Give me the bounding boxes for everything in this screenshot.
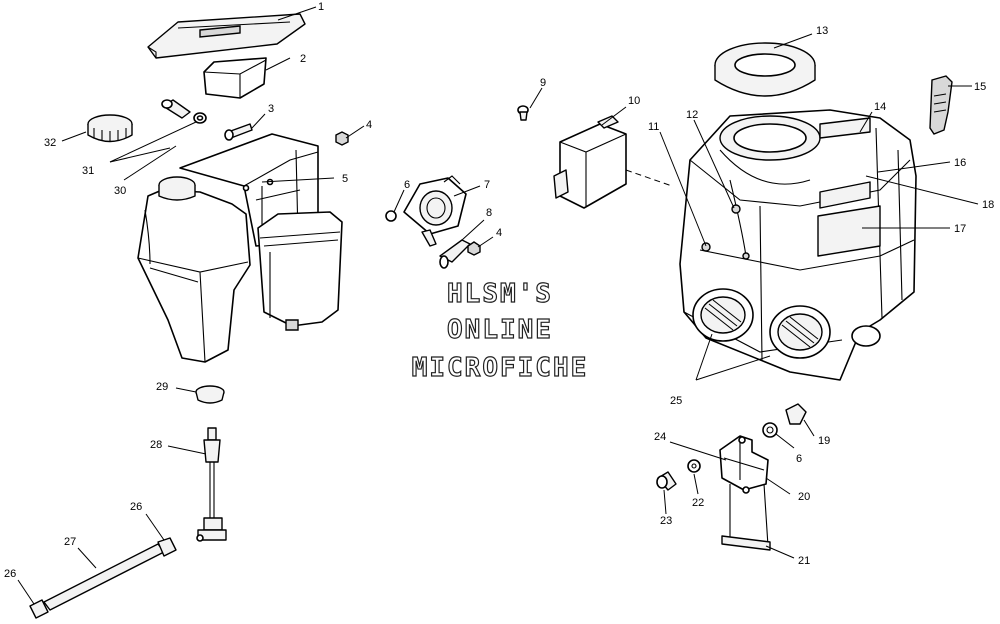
callout-24: 24 <box>654 431 666 443</box>
reservoir-part <box>257 211 343 331</box>
throttle-body-part <box>385 175 467 247</box>
callout-8: 8 <box>486 207 492 219</box>
callout-3: 3 <box>268 103 274 115</box>
callout-7: 7 <box>484 179 490 191</box>
callout-12: 12 <box>686 109 698 121</box>
callout-16: 16 <box>954 157 966 169</box>
clamp-part <box>29 537 177 619</box>
callout-4: 4 <box>366 119 372 131</box>
callout-32: 32 <box>44 137 56 149</box>
callout-28: 28 <box>150 439 162 451</box>
callout-15: 15 <box>974 81 986 93</box>
ring-part <box>714 42 816 97</box>
callout-26b: 26 <box>4 568 16 580</box>
callout-14: 14 <box>874 101 886 113</box>
clip-part <box>439 239 481 269</box>
push-pin-part <box>517 105 529 121</box>
washer-bolt-part <box>656 459 701 491</box>
callout-17: 17 <box>954 223 966 235</box>
screw-part <box>224 123 253 141</box>
callout-18: 18 <box>982 199 994 211</box>
fastener-part <box>762 403 807 438</box>
callout-30: 30 <box>114 185 126 197</box>
cover-part <box>147 13 306 59</box>
callout-9: 9 <box>540 77 546 89</box>
cap-part <box>87 114 133 143</box>
callout-26a: 26 <box>130 501 142 513</box>
watermark: HLSM'S ONLINE MICROFICHE <box>411 278 589 383</box>
callout-25: 25 <box>670 395 682 407</box>
callout-31: 31 <box>82 165 94 177</box>
watermark-line-2: ONLINE <box>447 315 553 345</box>
callout-20: 20 <box>798 491 810 503</box>
callout-2: 2 <box>300 53 306 65</box>
callout-13: 13 <box>816 25 828 37</box>
sensor-part <box>196 427 227 542</box>
nut-part <box>335 131 349 146</box>
mount-bracket-part <box>719 435 771 551</box>
leader-lines <box>17 6 979 605</box>
oil-tank-part <box>137 176 251 363</box>
callout-21: 21 <box>798 555 810 567</box>
hose-part <box>43 543 165 611</box>
callout-19: 19 <box>818 435 830 447</box>
block-part <box>203 57 267 99</box>
callout-27: 27 <box>64 536 76 548</box>
watermark-line-3: MICROFICHE <box>412 353 589 383</box>
callout-10: 10 <box>628 95 640 107</box>
callout-6: 6 <box>404 179 410 191</box>
callout-6b: 6 <box>796 453 802 465</box>
latch-part <box>929 75 953 135</box>
grommet-part <box>195 385 225 404</box>
airbox-part <box>679 109 917 381</box>
control-module-part <box>553 115 627 209</box>
callout-1: 1 <box>318 1 324 13</box>
bolt-washer-part <box>161 99 207 124</box>
callout-labels: 1 2 3 4 5 6 7 8 4 9 10 11 12 13 14 15 16… <box>4 1 994 580</box>
callout-23: 23 <box>660 515 672 527</box>
callout-11: 11 <box>648 121 659 133</box>
callout-22: 22 <box>692 497 704 509</box>
callout-5: 5 <box>342 173 348 185</box>
callout-29: 29 <box>156 381 168 393</box>
watermark-line-1: HLSM'S <box>447 279 553 309</box>
callout-4b: 4 <box>496 227 502 239</box>
